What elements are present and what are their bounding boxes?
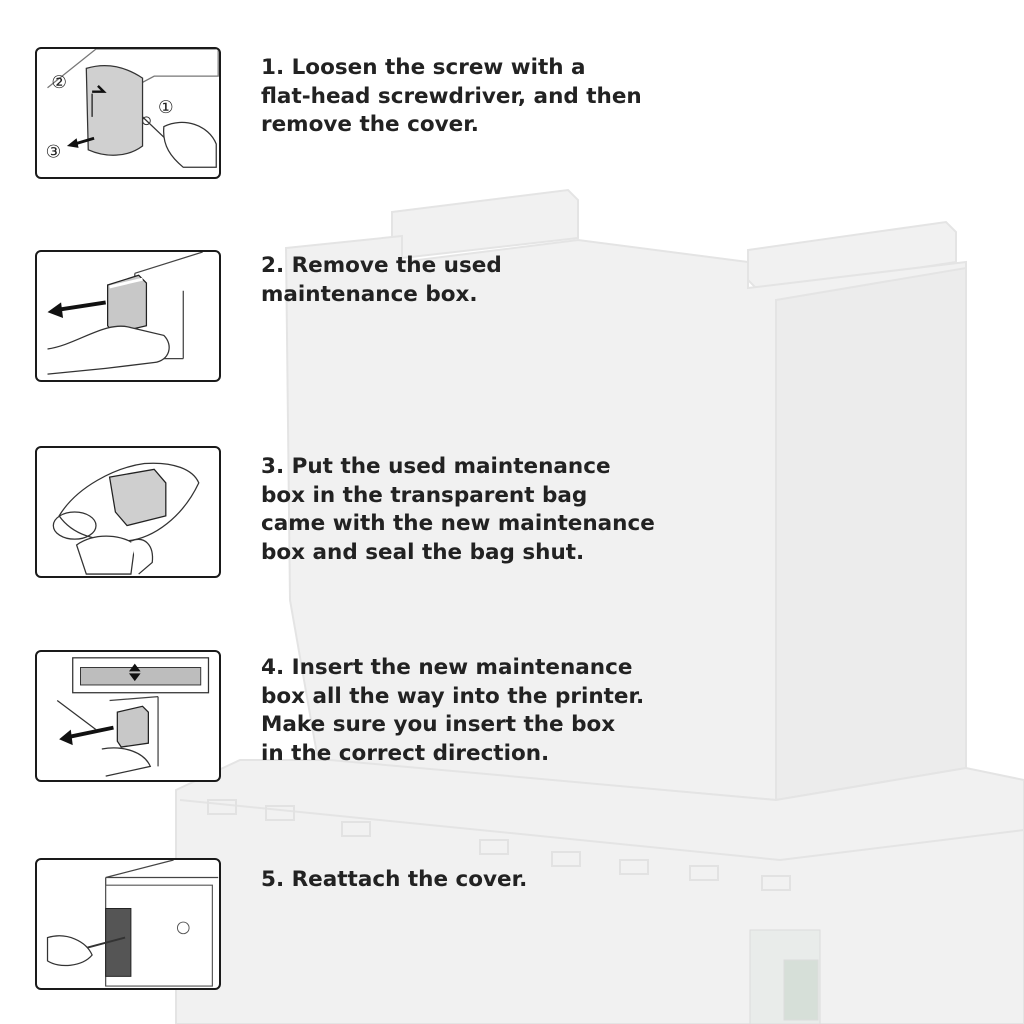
step-1-illustration: ② ① ③ <box>35 47 221 179</box>
callout-3: ③ <box>46 143 62 163</box>
remove-box-diagram <box>47 252 203 375</box>
reattach-cover-diagram <box>46 860 219 987</box>
callout-2: ② <box>51 73 67 93</box>
step-5-text: 5. Reattach the cover. <box>261 867 528 892</box>
callout-1: ① <box>158 98 174 118</box>
insert-box-diagram <box>56 657 210 777</box>
step-2-illustration <box>35 250 221 382</box>
step-3-illustration <box>35 446 221 578</box>
step-1-text: 1. Loosen the screw with a flat-head scr… <box>261 55 642 137</box>
bag-box-diagram <box>52 462 200 575</box>
step-2-text: 2. Remove the used maintenance box. <box>261 253 502 307</box>
step-4-text: 4. Insert the new maintenance box all th… <box>261 655 645 766</box>
remove-cover-diagram: ② ① ③ <box>46 49 219 168</box>
step-5-illustration <box>35 858 221 990</box>
step-4-illustration <box>35 650 221 782</box>
step-3-text: 3. Put the used maintenance box in the t… <box>261 454 655 565</box>
